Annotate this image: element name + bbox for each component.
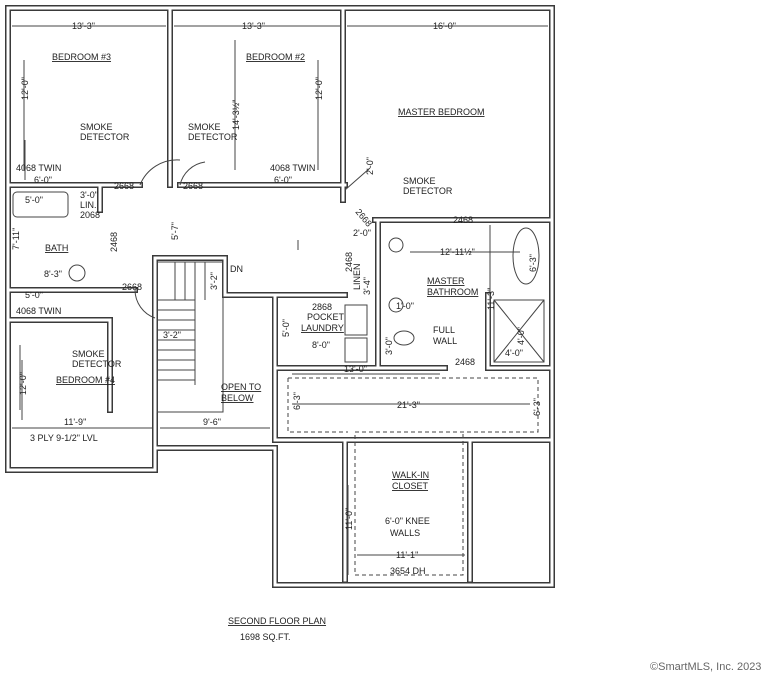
sink <box>388 297 404 313</box>
room-label-master-bathroom: MASTER <box>427 276 465 286</box>
door-label: 2468 <box>109 232 119 252</box>
window-label: 4068 TWIN <box>270 163 315 173</box>
linen-closet-label: LIN. <box>80 200 97 210</box>
knee-walls-label-2: WALLS <box>390 528 420 538</box>
sink <box>388 237 404 253</box>
plan-area: 1698 SQ.FT. <box>240 632 291 642</box>
dimension-label: 4'-0" <box>516 327 526 345</box>
dimension-label: 21'-3" <box>397 400 420 410</box>
smoke-detector-label: DETECTOR <box>80 132 130 142</box>
dimension-label: 7'-11" <box>11 228 21 250</box>
door-label: 2668 <box>122 282 142 292</box>
dimension-label: 3'-0" <box>384 337 394 355</box>
dimension-label: 11'-3" <box>486 288 496 310</box>
dimension-label: 3'-2" <box>163 330 181 340</box>
beam-label: 3 PLY 9-1/2" LVL <box>30 433 98 443</box>
window-label-dh: 3654 DH <box>390 566 426 576</box>
sink <box>68 264 86 282</box>
door-label: 2668 <box>114 181 134 191</box>
dimension-label: 8'-0" <box>312 340 330 350</box>
door-label: 2468 <box>455 357 475 367</box>
dimension-label: 2'-0" <box>365 157 375 175</box>
smoke-detector-label: SMOKE <box>72 349 105 359</box>
laundry-label-pocket: POCKET <box>307 312 345 322</box>
dimension-label: 3'-2" <box>209 272 219 290</box>
dimension-label: 5'-0" <box>25 290 43 300</box>
dimension-label: 8'-3" <box>44 269 62 279</box>
fixtures <box>12 140 545 576</box>
dimension-label: 12'-11½" <box>440 247 475 257</box>
linen-label: LINEN <box>352 263 362 290</box>
dimension-label: 11'-0" <box>344 508 354 530</box>
dimension-label: 11'-9" <box>64 417 86 427</box>
dimension-label: 1'-0" <box>396 301 414 311</box>
smoke-detector-label: DETECTOR <box>403 186 453 196</box>
washer <box>344 304 368 336</box>
door-label: 2468 <box>344 252 354 272</box>
bathtub <box>12 191 69 218</box>
room-label-master-bedroom: MASTER BEDROOM <box>398 107 485 117</box>
dimension-label: 9'-6" <box>203 417 221 427</box>
stair-down-label: DN <box>230 264 243 274</box>
door-label: 2668 <box>183 181 203 191</box>
dimension-label: 13'-3" <box>242 21 265 31</box>
dimension-label: 3'-4" <box>362 277 372 295</box>
plan-title: SECOND FLOOR PLAN <box>228 616 326 626</box>
room-label-bath: BATH <box>45 243 68 253</box>
dimension-label: 6'-3" <box>532 398 542 416</box>
room-label-walk-in-closet-2: CLOSET <box>392 481 429 491</box>
dimension-lines <box>12 25 548 575</box>
smoke-detector-label: DETECTOR <box>188 132 238 142</box>
dimension-label: 2'-0" <box>353 228 371 238</box>
dimension-label: 6'-0" <box>274 175 292 185</box>
toilet <box>393 330 415 346</box>
knee-walls <box>287 377 539 576</box>
dimension-label: 14'-3½" <box>231 100 241 130</box>
room-label-bedroom-3: BEDROOM #3 <box>52 52 111 62</box>
dimension-label: 11'-1" <box>396 550 418 560</box>
full-wall-label-2: WALL <box>433 336 457 346</box>
door-label: 2668 <box>353 207 374 229</box>
dimension-label: 6'-0" <box>34 175 52 185</box>
staircase <box>156 261 224 413</box>
dimension-label: 3'-0" <box>80 190 98 200</box>
smoke-detector-label: SMOKE <box>80 122 113 132</box>
dimension-label: 5'-7" <box>170 222 180 240</box>
dimension-label: 4'-0" <box>505 348 523 358</box>
smoke-detector-label: SMOKE <box>403 176 436 186</box>
room-label-open-to-below: OPEN TO <box>221 382 261 392</box>
room-label-walk-in-closet: WALK-IN <box>392 470 429 480</box>
walls <box>5 5 555 588</box>
smoke-detector-label: DETECTOR <box>72 359 122 369</box>
room-label-open-to-below-2: BELOW <box>221 393 254 403</box>
dryer <box>344 337 368 363</box>
window-label: 4068 TWIN <box>16 163 61 173</box>
smoke-detector-label: SMOKE <box>188 122 221 132</box>
knee-walls-label: 6'-0" KNEE <box>385 516 430 526</box>
room-label-master-bathroom-2: BATHROOM <box>427 287 478 297</box>
dimension-label: 12'-0" <box>20 77 30 100</box>
dimension-label: 6'-3" <box>528 254 538 272</box>
shower <box>493 299 545 363</box>
freestanding-tub <box>512 227 540 285</box>
room-label-bedroom-4: BEDROOM #4 <box>56 375 115 385</box>
window-label: 4068 TWIN <box>16 306 61 316</box>
room-label-laundry: LAUNDRY <box>301 323 344 333</box>
dimension-label: 6'-3" <box>292 392 302 410</box>
dimension-label: 13'-0" <box>344 364 367 374</box>
dimension-label: 12'-0" <box>314 77 324 100</box>
copyright-watermark: ©SmartMLS, Inc. 2023 <box>650 661 761 673</box>
linen-closet-door: 2068 <box>80 210 100 220</box>
dimension-label: 13'-3" <box>72 21 95 31</box>
dimension-label: 16'-0" <box>433 21 456 31</box>
dimension-label: 5'-0" <box>25 195 43 205</box>
laundry-door-label: 2868 <box>312 302 332 312</box>
room-label-bedroom-2: BEDROOM #2 <box>246 52 305 62</box>
dimension-label: 12'-0" <box>18 372 28 395</box>
full-wall-label: FULL <box>433 325 455 335</box>
door-label: 2468 <box>453 215 473 225</box>
dimension-label: 5'-0" <box>281 319 291 337</box>
